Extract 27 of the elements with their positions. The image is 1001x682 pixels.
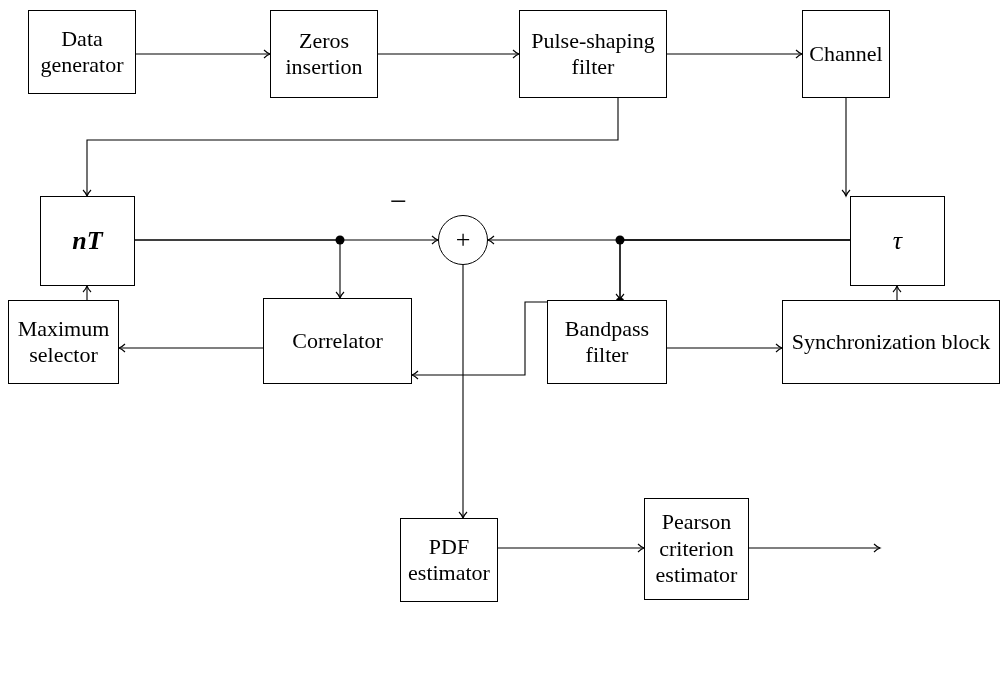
process-box bbox=[28, 10, 136, 94]
process-box bbox=[270, 10, 378, 98]
block-label: Synchronization block bbox=[791, 328, 991, 356]
block-label: Data generator bbox=[39, 25, 125, 79]
block-label: + bbox=[455, 224, 471, 256]
block-label: nT bbox=[72, 225, 103, 257]
process-box bbox=[400, 518, 498, 602]
block-label: Bandpass filter bbox=[563, 315, 651, 369]
sign-label: − bbox=[390, 186, 407, 216]
process-box bbox=[263, 298, 412, 384]
process-box bbox=[850, 196, 945, 286]
process-box bbox=[547, 300, 667, 384]
block-label: Correlator bbox=[292, 327, 383, 355]
process-box bbox=[40, 196, 135, 286]
process-box bbox=[802, 10, 890, 98]
block-label: Channel bbox=[809, 40, 883, 68]
process-box bbox=[644, 498, 749, 600]
process-box bbox=[782, 300, 1000, 384]
block-label: PDF estimator bbox=[407, 533, 491, 587]
process-box bbox=[519, 10, 667, 98]
block-label: τ bbox=[892, 225, 903, 257]
block-label: Pulse-shaping filter bbox=[530, 27, 656, 81]
summing-junction bbox=[438, 215, 488, 265]
block-label: Maximum selector bbox=[16, 315, 111, 369]
process-box bbox=[8, 300, 119, 384]
block-label: Zeros insertion bbox=[284, 27, 364, 81]
block-label: Pearson criterion estimator bbox=[654, 509, 739, 589]
